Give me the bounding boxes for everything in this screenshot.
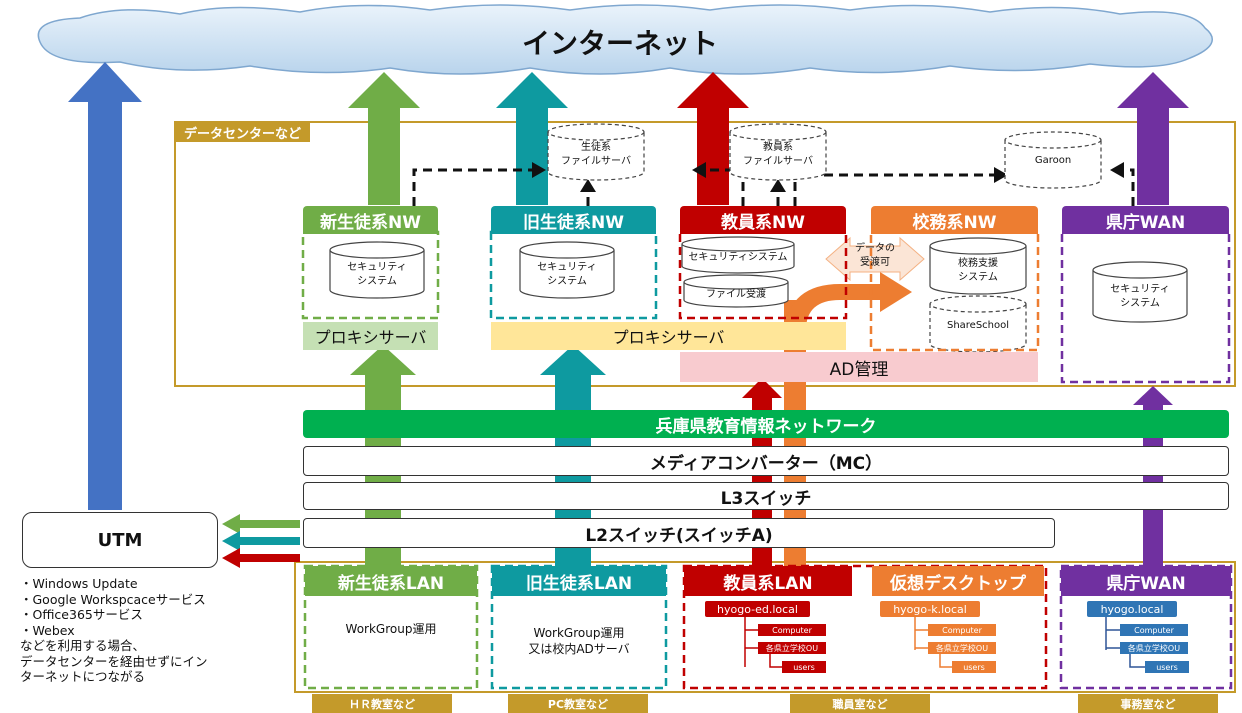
location-office: 事務室など: [1078, 694, 1218, 713]
teacher-nw-tag: 教員系NW: [680, 206, 846, 234]
ad-tree-teacher: [744, 612, 782, 668]
student-file-server: 生徒系 ファイルサーバ: [561, 142, 631, 167]
internet-label: インターネット: [521, 27, 718, 60]
security-system-teacher: セキュリティシステム: [688, 252, 788, 263]
datacenter-label: データセンターなど: [175, 122, 310, 142]
media-converter: メディアコンバーター（MC）: [303, 446, 1229, 476]
ad-management: AD管理: [680, 352, 1038, 382]
ad-tree-pref: [1105, 612, 1145, 668]
utm-note-line: ・Webex: [20, 622, 75, 638]
tree-users-virtual: users: [952, 661, 996, 673]
domain-hyogo: hyogo.local: [1087, 601, 1177, 617]
file-transfer: ファイル受渡: [706, 289, 766, 300]
pref-arrow-top: [1117, 72, 1189, 205]
proxy-server-shared: プロキシサーバ: [491, 322, 846, 350]
new-student-arrow-top: [348, 72, 420, 205]
tree-users-pref: users: [1145, 661, 1189, 673]
admin-curve-arrow: [784, 272, 912, 330]
data-transfer-label: データの 受渡可: [855, 243, 895, 268]
teacher-lan-tag: 教員系LAN: [684, 566, 852, 596]
utm-box: UTM: [22, 512, 218, 568]
utm-teal-arrow: [222, 531, 300, 551]
security-system-pref: セキュリティ システム: [1110, 284, 1170, 309]
old-student-arrow-top: [496, 72, 568, 205]
pref-lan-tag: 県庁WAN: [1061, 566, 1231, 596]
tree-users-teacher: users: [782, 661, 826, 673]
location-pc-room: PC教室など: [508, 694, 648, 713]
proxy-server-new: プロキシサーバ: [303, 322, 438, 350]
domain-hyogo-ed: hyogo-ed.local: [705, 601, 810, 617]
cylinders: [329, 123, 1188, 353]
domain-hyogo-k: hyogo-k.local: [880, 601, 980, 617]
location-staff-room: 職員室など: [790, 694, 930, 713]
utm-note-line: ・Office365サービス: [20, 607, 143, 622]
utm-note: ・Windows Update ・Google Workspcaceサービス ・…: [20, 576, 295, 685]
utm-red-arrow: [222, 548, 300, 568]
tree-ou-pref: 各県立学校OU: [1120, 642, 1188, 654]
teacher-lan-box: [682, 564, 1048, 690]
utm-note-line: ・Google Workspcaceサービス: [20, 591, 206, 607]
shareschool: ShareSchool: [946, 320, 1010, 331]
old-student-lan-tag: 旧生徒系LAN: [492, 566, 666, 596]
utm-note-line: ターネットにつながる: [20, 669, 146, 684]
internet-cloud: [37, 4, 1214, 75]
pref-nw-tag: 県庁WAN: [1062, 206, 1229, 234]
tree-ou-virtual: 各県立学校OU: [928, 642, 996, 654]
hyogo-education-network: 兵庫県教育情報ネットワーク: [303, 410, 1229, 438]
location-hr-room: ＨＲ教室など: [312, 694, 452, 713]
security-system-new: セキュリティ システム: [347, 262, 407, 287]
tree-computer-teacher: Computer: [758, 624, 826, 636]
utm-arrow: [68, 62, 142, 510]
garoon-server: Garoon: [1034, 155, 1072, 166]
new-student-nw-tag: 新生徒系NW: [303, 206, 438, 234]
new-student-lan-desc: WorkGroup運用: [345, 622, 437, 636]
utm-note-line: などを利用する場合、: [20, 638, 146, 653]
ad-tree-virtual: [914, 612, 952, 668]
security-system-old: セキュリティ システム: [537, 262, 597, 287]
virtual-desktop-tag: 仮想デスクトップ: [872, 566, 1044, 596]
old-student-lan-box: [490, 564, 668, 690]
old-student-lan-desc2: 又は校内ADサーバ: [528, 642, 630, 656]
old-student-lan-desc1: WorkGroup運用: [533, 626, 625, 640]
l2-switch: L2スイッチ(スイッチA): [303, 518, 1055, 548]
admin-support-system: 校務支援 システム: [958, 258, 998, 283]
admin-nw-tag: 校務系NW: [871, 206, 1038, 234]
l3-switch: L3スイッチ: [303, 482, 1229, 510]
teacher-file-server: 教員系 ファイルサーバ: [743, 142, 813, 167]
old-student-nw-tag: 旧生徒系NW: [491, 206, 656, 234]
utm-note-line: データセンターを経由せずにイン: [20, 653, 208, 669]
tree-computer-pref: Computer: [1120, 624, 1188, 636]
teacher-arrow-top: [677, 72, 749, 205]
tree-computer-virtual: Computer: [928, 624, 996, 636]
utm-note-line: ・Windows Update: [20, 576, 138, 591]
utm-green-arrow: [222, 514, 300, 534]
data-transfer-arrow: [825, 236, 925, 282]
new-student-lan-tag: 新生徒系LAN: [305, 566, 477, 596]
tree-ou-teacher: 各県立学校OU: [758, 642, 826, 654]
